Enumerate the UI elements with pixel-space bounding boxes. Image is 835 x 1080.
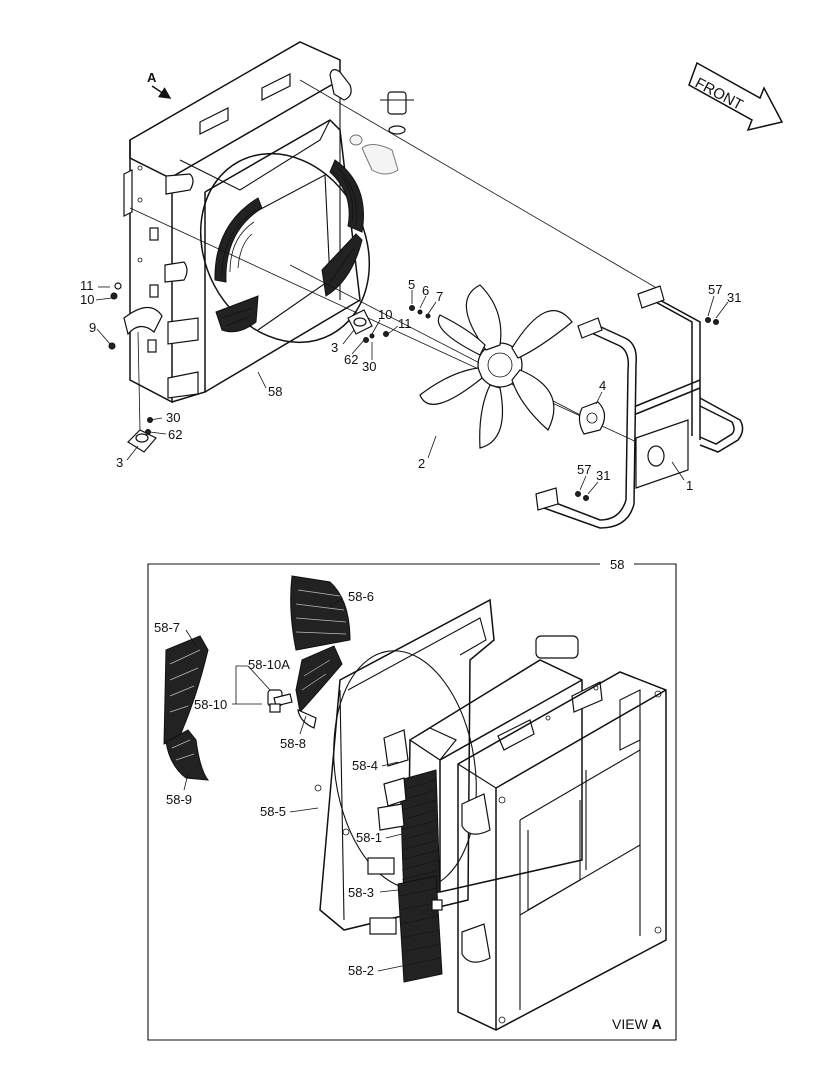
callout-62: 62: [344, 352, 358, 367]
callout-30: 30: [166, 410, 180, 425]
guard-58-7: [163, 635, 209, 745]
callout-6: 6: [422, 283, 429, 298]
detail-leaders: [183, 598, 403, 972]
callout-11: 11: [80, 278, 94, 293]
radiator-58-1: [377, 635, 603, 901]
view-a-marker: A: [147, 70, 172, 99]
guard-58-8: [295, 645, 343, 729]
fan-spacer: [578, 401, 606, 435]
callout-10: 10: [378, 307, 392, 322]
upper-callouts: 11 10 9 3 30 62 58 5 6 7 10 11 3 62 30 2…: [80, 277, 741, 493]
callout-9: 9: [89, 320, 96, 335]
callout-2: 2: [418, 456, 425, 471]
callout-3: 3: [116, 455, 123, 470]
callout-1: 1: [686, 478, 693, 493]
detail-callouts: 58-6 58-7 58-10A 58-10 58-8 58-4 58-9 58…: [154, 589, 382, 978]
callout-57: 57: [577, 462, 591, 477]
fan-guard-frame: [535, 285, 744, 529]
callout-11: 11: [398, 316, 412, 331]
oil-cooler-58-2: [367, 857, 443, 983]
detail-callout-58-2: 58-2: [348, 963, 374, 978]
view-a-footer: VIEW A: [612, 1016, 662, 1032]
radiator-assembly: [123, 41, 361, 404]
callout-31: 31: [596, 468, 610, 483]
guard-58-6: [290, 575, 351, 651]
callout-31: 31: [727, 290, 741, 305]
detail-callout-58-5: 58-5: [260, 804, 286, 819]
radiator-cap: [349, 91, 414, 175]
detail-callout-58-6: 58-6: [348, 589, 374, 604]
mount-rubber-lower: [127, 331, 157, 453]
callout-62: 62: [168, 427, 182, 442]
detail-callout-58-4: 58-4: [352, 758, 378, 773]
fan-shroud: [199, 152, 371, 344]
callout-10: 10: [80, 292, 94, 307]
mount-bracket-left: [108, 282, 163, 350]
callout-58: 58: [268, 384, 282, 399]
view-a-label: A: [147, 70, 157, 85]
detail-view-box: 58 VIEW A: [147, 557, 677, 1041]
detail-callout-58-10A: 58-10A: [248, 657, 290, 672]
detail-callout-58-10: 58-10: [194, 697, 227, 712]
detail-box-title: 58: [610, 557, 624, 572]
guard-58-9: [165, 729, 210, 781]
callout-5: 5: [408, 277, 415, 292]
mount-rubber-upper: [347, 309, 389, 343]
callout-57: 57: [708, 282, 722, 297]
callout-3: 3: [331, 340, 338, 355]
callout-7: 7: [436, 289, 443, 304]
detail-callout-58-3: 58-3: [348, 885, 374, 900]
detail-callout-58-1: 58-1: [356, 830, 382, 845]
cap-58-10: [267, 689, 293, 713]
front-arrow-label: FRONT: [692, 75, 746, 114]
callout-30: 30: [362, 359, 376, 374]
fan-guard-left: [214, 197, 263, 333]
fan-bolts: [409, 305, 431, 319]
shroud-58-5: [314, 598, 495, 931]
front-arrow: FRONT: [688, 61, 784, 132]
upper-leaders: [95, 286, 729, 495]
detail-callout-58-8: 58-8: [280, 736, 306, 751]
fan-guard-right: [321, 159, 364, 297]
radiator-frame: [457, 671, 667, 1031]
detail-callout-58-7: 58-7: [154, 620, 180, 635]
callout-4: 4: [599, 378, 606, 393]
cooling-fan: [419, 284, 573, 449]
detail-callout-58-9: 58-9: [166, 792, 192, 807]
